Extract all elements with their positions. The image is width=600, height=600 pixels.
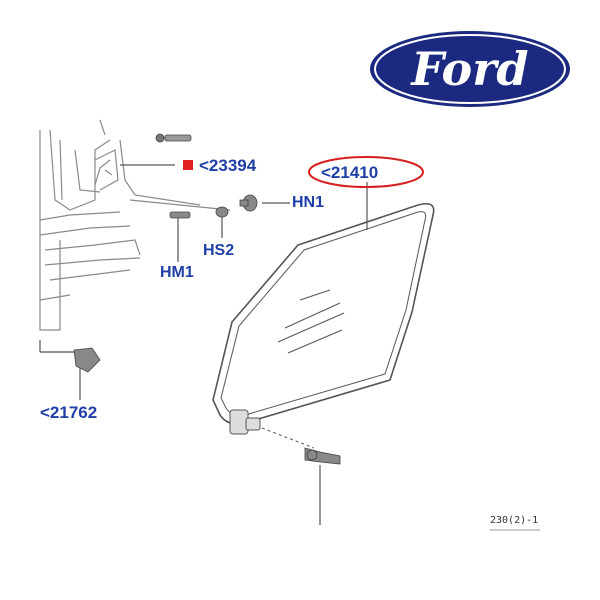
hinge-21762 bbox=[73, 347, 101, 373]
quarter-glass-21410 bbox=[212, 202, 435, 425]
dashed-axis-line bbox=[261, 427, 315, 449]
bolt-23394 bbox=[155, 133, 192, 143]
pin-hs2 bbox=[215, 206, 229, 218]
body-pillar-structure bbox=[39, 119, 231, 331]
label-part-21762[interactable]: <21762 bbox=[40, 403, 98, 422]
pin-hm1 bbox=[169, 211, 191, 219]
label-part-21410[interactable]: <21410 bbox=[321, 163, 379, 182]
label-hm1[interactable]: HM1 bbox=[160, 264, 194, 281]
label-part-23394[interactable]: <23394 bbox=[199, 156, 257, 175]
highlight-ellipse bbox=[308, 156, 424, 188]
glass-hinge bbox=[229, 409, 261, 435]
ford-logo: Ford bbox=[370, 31, 570, 107]
ford-logo-text: Ford bbox=[409, 42, 528, 96]
clip-hn1 bbox=[239, 194, 258, 212]
label-hn1[interactable]: HN1 bbox=[292, 194, 325, 211]
label-hs2[interactable]: HS2 bbox=[203, 242, 235, 259]
red-marker-square bbox=[183, 160, 193, 170]
reference-code: 230(2)-1 bbox=[490, 515, 539, 526]
lower-stud-bolt bbox=[304, 447, 341, 465]
